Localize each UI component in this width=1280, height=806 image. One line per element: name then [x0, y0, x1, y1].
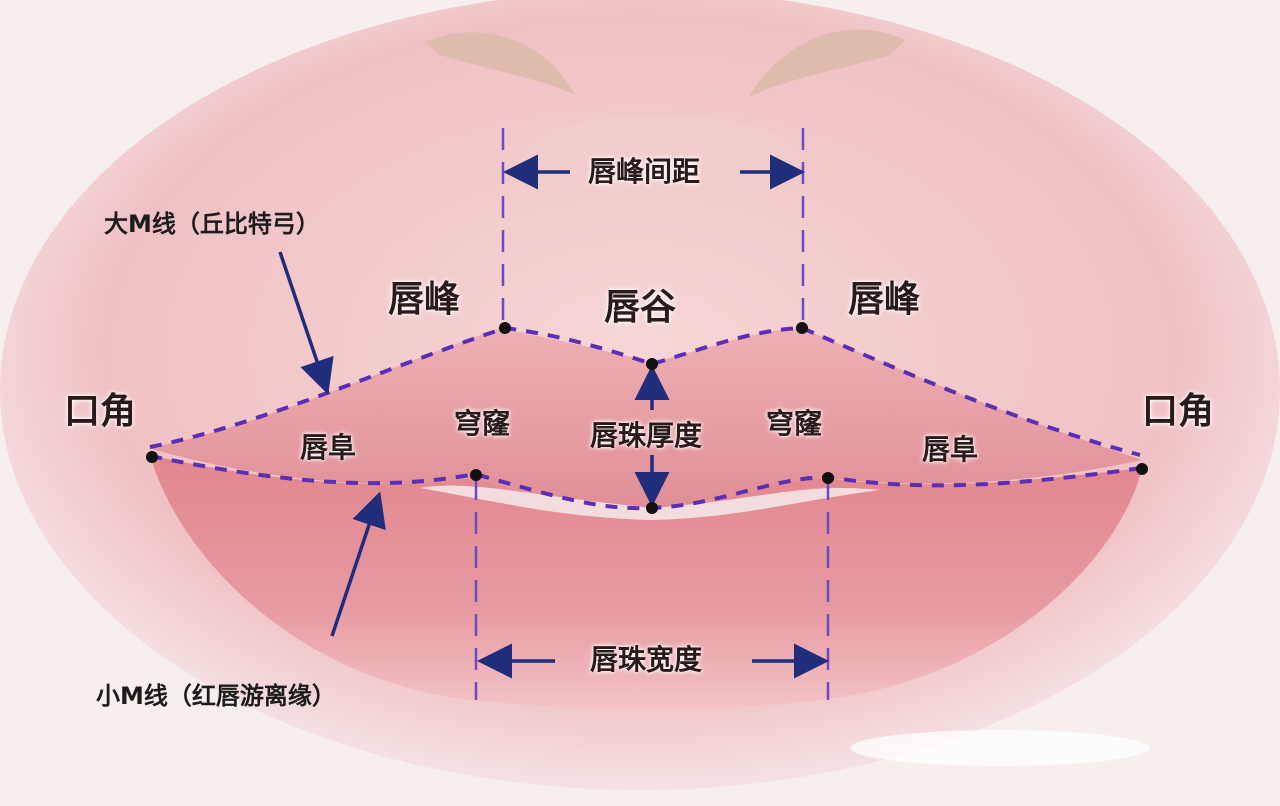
glare [850, 730, 1150, 766]
label-lip-peak-left: 唇峰 [388, 279, 461, 320]
label-tubercle-width: 唇珠宽度 [590, 643, 703, 676]
dot-mouth-corner-left [146, 451, 158, 463]
label-dome-left: 穹窿 [454, 407, 511, 440]
dot-mouth-corner-right [1136, 463, 1148, 475]
label-mouth-corner-left: 口角 [64, 391, 137, 432]
label-big-m-line: 大M线（丘比特弓） [104, 210, 320, 238]
label-lip-peak-right: 唇峰 [848, 279, 921, 320]
nose-nostril-right [748, 29, 905, 99]
pointer-small-m-line [330, 491, 386, 637]
dot-lip-peak-left [499, 322, 511, 334]
big-m-line-dashed [149, 325, 1141, 457]
upper-lip [148, 328, 1142, 509]
dot-lip-valley [646, 358, 658, 370]
label-small-m-line: 小M线（红唇游离缘） [96, 682, 336, 710]
dot-lip-peak-right [796, 322, 808, 334]
dot-tubercle-bottom [646, 502, 658, 514]
label-dome-right: 穹窿 [766, 407, 823, 440]
label-tubercle-thickness: 唇珠厚度 [590, 419, 703, 452]
label-lip-shelf-right: 唇阜 [922, 433, 979, 466]
dot-dome-left [470, 469, 482, 481]
pointer-big-m-line [278, 251, 334, 395]
mouth-line-highlight [420, 485, 880, 520]
nose-nostril-left [425, 32, 575, 95]
label-lip-valley: 唇谷 [604, 287, 677, 328]
lower-lip [150, 455, 1142, 709]
label-mouth-corner-right: 口角 [1142, 391, 1215, 432]
label-lip-peak-distance: 唇峰间距 [588, 155, 701, 188]
nose-shadow [520, 115, 800, 205]
dot-dome-right [822, 472, 834, 484]
label-lip-shelf-left: 唇阜 [300, 431, 357, 464]
